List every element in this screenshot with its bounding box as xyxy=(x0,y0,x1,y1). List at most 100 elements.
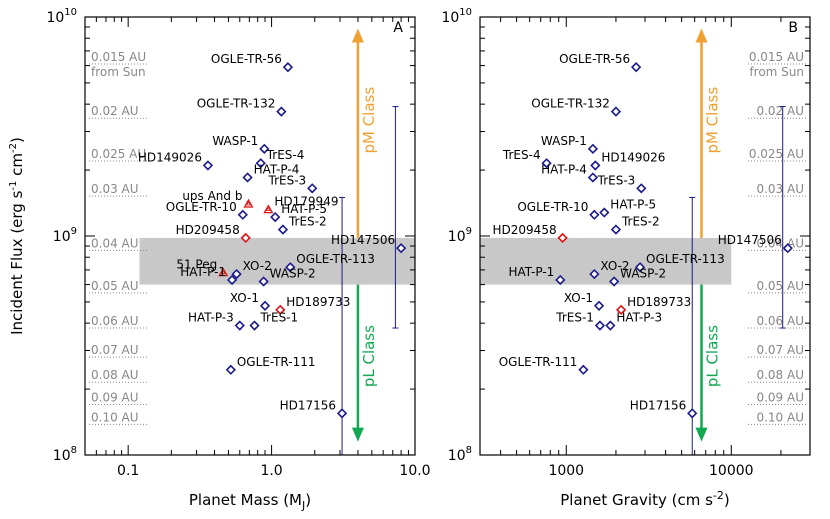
planet-marker-triangle xyxy=(263,204,274,214)
planet-label: XO-1 xyxy=(230,291,259,305)
au-label: 0.015 AU xyxy=(91,50,146,64)
planet-label: HD209458 xyxy=(176,223,240,237)
planet-label: HAT-P-3 xyxy=(188,311,234,325)
planet-marker-triangle-inner xyxy=(245,201,252,206)
pm-arrow-head xyxy=(351,28,364,43)
y-tick-label: 1010 xyxy=(441,7,472,26)
pl-arrow-head xyxy=(351,427,364,442)
x-tick-label: 10000 xyxy=(709,463,754,479)
au-label: 0.10 AU xyxy=(756,410,804,424)
planet-marker xyxy=(610,106,622,117)
planet-marker xyxy=(557,232,568,244)
panel-letter: B xyxy=(788,20,798,36)
x-tick-label: 1000 xyxy=(548,463,584,479)
au-label: 0.04 AU xyxy=(756,236,804,250)
planet-label: HD149026 xyxy=(601,150,665,164)
planet-label: WASP-1 xyxy=(541,134,587,148)
planet-marker xyxy=(237,209,248,220)
planet-label: HD17156 xyxy=(280,398,336,412)
planet-label: ups And b xyxy=(182,189,242,203)
planet-label: OGLE-TR-111 xyxy=(499,355,578,369)
planet-marker xyxy=(634,262,646,273)
planet-marker xyxy=(231,268,242,280)
planet-label: HD149026 xyxy=(138,150,202,164)
planet-label: TrES-2 xyxy=(621,215,660,229)
au-label: 0.09 AU xyxy=(756,391,804,405)
y-tick-label: 109 xyxy=(53,226,77,245)
planet-label: HD189733 xyxy=(627,295,691,309)
planet-marker xyxy=(282,62,294,73)
planet-marker xyxy=(226,274,238,286)
planet-marker xyxy=(590,160,601,171)
au-label: 0.02 AU xyxy=(91,104,139,118)
planet-marker xyxy=(594,320,606,331)
planet-marker xyxy=(249,320,260,331)
y-tick-label: 108 xyxy=(448,445,472,464)
flux-band xyxy=(480,237,732,285)
planet-marker-triangle-inner xyxy=(220,269,226,275)
planet-marker xyxy=(259,143,270,154)
au-label: 0.02 AU xyxy=(756,104,804,118)
planet-label: HAT-P-3 xyxy=(616,311,662,325)
planet-label: OGLE-TR-113 xyxy=(646,252,725,266)
planet-label: XO-2 xyxy=(243,259,272,273)
planet-marker xyxy=(636,183,647,194)
planet-label: TrES-1 xyxy=(555,311,594,325)
planet-marker xyxy=(630,62,642,73)
planet-label: TrES-3 xyxy=(268,173,307,187)
planet-marker-triangle-inner xyxy=(265,206,272,211)
planet-label: TrES-4 xyxy=(502,148,541,162)
planet-marker xyxy=(587,143,599,154)
planet-label: HAT-P-4 xyxy=(541,162,587,176)
planet-marker xyxy=(242,172,253,183)
x-axis-label: Planet Mass (MJ) xyxy=(189,491,311,512)
y-axis-label-text: Incident Flux (erg s-1 cm-2) xyxy=(8,137,26,335)
planet-label: OGLE-TR-111 xyxy=(237,355,316,369)
planet-marker xyxy=(255,158,266,169)
au-label: 0.10 AU xyxy=(91,410,139,424)
au-label: 0.03 AU xyxy=(91,182,139,196)
planet-label: HD179949 xyxy=(274,195,338,209)
planet-label: HAT-P-4 xyxy=(254,162,300,176)
pl-class-label: pL Class xyxy=(703,325,721,387)
planet-marker xyxy=(687,408,698,419)
planet-label: HAT-P-1 xyxy=(180,265,226,279)
planet-label: HD17156 xyxy=(630,398,686,412)
au-label: 0.08 AU xyxy=(91,368,139,382)
au-label: from Sun xyxy=(91,65,146,79)
planet-marker xyxy=(610,224,622,235)
planet-marker xyxy=(593,300,605,311)
planet-label: TrES-4 xyxy=(266,148,305,162)
au-label: 0.09 AU xyxy=(91,391,139,405)
planet-label: XO-1 xyxy=(564,291,593,305)
au-label: 0.04 AU xyxy=(91,236,139,250)
planet-label: HAT-P-5 xyxy=(610,198,656,212)
x-tick-label: 0.1 xyxy=(117,463,139,479)
planet-marker xyxy=(589,268,600,280)
planet-marker xyxy=(336,408,348,419)
planet-label: HD209458 xyxy=(493,223,557,237)
planet-label: OGLE-TR-132 xyxy=(197,97,276,111)
planet-marker xyxy=(202,160,214,171)
planet-label: WASP-2 xyxy=(270,266,316,280)
au-label: from Sun xyxy=(749,65,804,79)
planet-marker xyxy=(240,232,251,244)
planet-label: 51 Peg xyxy=(176,258,217,272)
au-label: 0.06 AU xyxy=(756,314,804,328)
planet-marker xyxy=(276,106,287,117)
planet-marker xyxy=(782,243,793,254)
planet-marker xyxy=(578,364,589,375)
au-label: 0.05 AU xyxy=(756,279,804,293)
planet-marker xyxy=(277,224,289,235)
planet-label: TrES-3 xyxy=(597,173,636,187)
au-label: 0.015 AU xyxy=(749,50,804,64)
x-axis-label: Planet Gravity (cm s-2) xyxy=(560,489,729,509)
pl-class-label: pL Class xyxy=(360,325,378,387)
planet-marker-triangle xyxy=(243,198,254,208)
pm-class-label: pM Class xyxy=(703,87,721,154)
au-label: 0.08 AU xyxy=(756,368,804,382)
planet-label: OGLE-TR-56 xyxy=(559,52,630,66)
